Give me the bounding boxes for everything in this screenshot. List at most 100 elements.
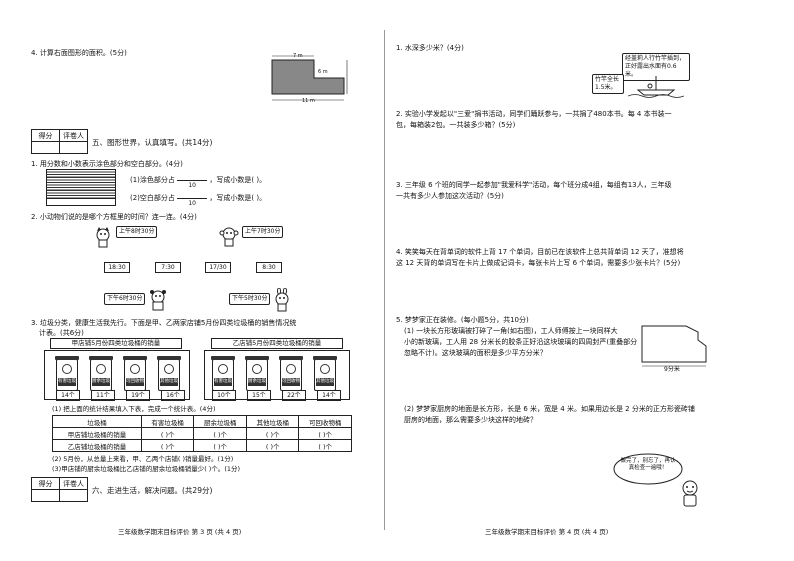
shop-b-title: 乙店铺5月份四类垃圾桶的销量 <box>211 338 343 349</box>
answer-cell[interactable]: ( )个 <box>245 427 300 440</box>
blank-strip <box>46 198 116 206</box>
q6-2-prompt-line1: 2. 实验小学发起以"三爱"捐书活动，同学们踊跃参与，一共捐了480本书。每 4… <box>396 110 672 118</box>
fraction-line-2-post: ，写成小数是( )。 <box>209 194 267 202</box>
time-bubble-bottom-left: 下午6时30分 <box>104 293 146 305</box>
shop-a-count-2: 11个 <box>91 390 115 401</box>
rabbit-icon <box>275 288 289 312</box>
fraction-line-2: (2)空白部分占 10 ，写成小数是( )。 <box>130 193 267 207</box>
answer-cell[interactable]: ( )个 <box>298 439 352 452</box>
table-header: 有害垃圾桶 <box>140 415 195 428</box>
area-shape-figure <box>271 55 348 101</box>
score-box-6: 得分评卷人 <box>31 477 88 502</box>
answer-cell[interactable]: ( )个 <box>245 439 300 452</box>
answer-cell[interactable]: ( )个 <box>298 427 352 440</box>
q5-3-sub2: (2) 5月份，从总量上来看，甲、乙两个店铺( )销量最好。(1分) <box>52 455 234 463</box>
grader-cell[interactable] <box>59 141 88 154</box>
row-label: 甲店铺垃圾桶的销量 <box>52 427 142 440</box>
score-header: 得分 <box>31 129 60 142</box>
time-box-3[interactable]: 17/30 <box>205 262 231 273</box>
fraction-2-den: 10 <box>177 198 208 208</box>
grader-header: 评卷人 <box>59 129 88 142</box>
q6-5-2-line1: (2) 梦梦家厨房的地面是长方形，长是 6 米，宽是 4 米。如果用边长是 2 … <box>404 405 695 413</box>
kitchen-bin-icon: 厨余垃圾 <box>89 356 113 391</box>
table-header: 可回收物桶 <box>298 415 352 428</box>
q6-4-prompt-line1: 4. 笑笑每天在背单词的软件上背 17 个单词，目前已在该软件上总共背单词 12… <box>396 248 684 256</box>
q6-1-prompt: 1. 水深多少米？(4分) <box>396 44 464 52</box>
q6-3-prompt-line2: 一共有多少人参加这次活动？(5分) <box>396 192 504 200</box>
answer-cell[interactable]: ( )个 <box>193 439 247 452</box>
fraction-line-1-post: ，写成小数是( )。 <box>209 176 267 184</box>
sales-table: 垃圾桶 有害垃圾桶 厨余垃圾桶 其他垃圾桶 可回收物桶 甲店铺垃圾桶的销量 ( … <box>52 415 352 452</box>
shop-a-bin-panel <box>44 350 190 400</box>
mascot-icon <box>682 480 698 507</box>
section-6-title: 六、走进生活，解决问题。(共29分) <box>92 486 213 495</box>
shop-b-bins: 有害垃圾 厨余垃圾 可回收物 其他垃圾 <box>211 356 337 391</box>
time-box-4[interactable]: 8:30 <box>256 262 282 273</box>
q6-2-prompt-line2: 包，每箱装2包。一共装多少箱？(5分) <box>396 121 516 129</box>
shop-b-counts: 10个 15个 22个 14个 <box>212 390 341 401</box>
shop-b-count-2: 15个 <box>247 390 271 401</box>
page-divider <box>384 30 385 530</box>
score-cell[interactable] <box>31 141 60 154</box>
glass-width-label: 9分米 <box>664 366 680 373</box>
kitchen-bin-icon: 厨余垃圾 <box>245 356 269 391</box>
table-header: 垃圾桶 <box>52 415 142 428</box>
shop-b-count-1: 10个 <box>212 390 236 401</box>
score-cell[interactable] <box>31 489 60 502</box>
time-box-1[interactable]: 18:30 <box>104 262 130 273</box>
q5-3-prompt-line1: 3. 垃圾分类，健康生活我先行。下面是甲、乙两家店铺5月份四类垃圾桶的销售情况统 <box>31 319 297 327</box>
section-5-title: 五、图形世界，认真填写。(共14分) <box>92 138 213 147</box>
score-box-5: 得分评卷人 <box>31 129 88 154</box>
question-4-area: 4. 计算右面图形的面积。(5分) <box>31 49 127 57</box>
row-label: 乙店铺垃圾桶的销量 <box>52 439 142 452</box>
q6-5-2-line2: 厨房的地面，那么需要多少块这样的地砖？ <box>404 416 537 424</box>
q6-5-1-line1: (1) 一块长方形玻璃被打碎了一角(如右图)，工人师傅按上一块同样大 <box>404 327 618 335</box>
grader-header: 评卷人 <box>59 477 88 490</box>
broken-glass-figure <box>641 325 707 367</box>
fraction-line-1: (1)涂色部分占 10 ，写成小数是( )。 <box>130 175 267 189</box>
other-bin-icon: 其他垃圾 <box>313 356 337 391</box>
answer-cell[interactable]: ( )个 <box>193 427 247 440</box>
q5-2-prompt: 2. 小动物们说的是哪个方框里的时间？连一连。(4分) <box>31 213 197 221</box>
shape-bottom-label: 11 m <box>302 98 315 104</box>
cloud-reminder-text: 做完了，别忘了，再认真检查一遍哦！ <box>620 458 676 471</box>
left-footer: 三年级数学期末目标评价 第 3 页 (共 4 页) <box>118 528 242 536</box>
q6-5-1-line2: 小的新玻璃，工人用 28 分米长的胶条正好沿这块玻璃的四周封严(重叠部分 <box>404 338 638 346</box>
grader-cell[interactable] <box>59 489 88 502</box>
table-header: 其他垃圾桶 <box>245 415 300 428</box>
time-bubble-top-right: 上午7时30分 <box>242 226 284 238</box>
fraction-line-1-pre: (1)涂色部分占 <box>130 176 175 184</box>
shop-a-count-3: 19个 <box>126 390 150 401</box>
shop-a-counts: 14个 11个 19个 16个 <box>56 390 185 401</box>
q5-3-sub1: (1) 把上面的统计结果填入下表，完成一个统计表。(4分) <box>52 405 216 413</box>
time-bubble-top-left: 上午8时30分 <box>116 226 158 238</box>
q6-5-1-line3: 忽略不计)。这块玻璃的面积是多少平方分米？ <box>404 349 547 357</box>
time-bubble-bottom-right: 下午5时30分 <box>229 293 271 305</box>
recyclable-bin-icon: 可回收物 <box>123 356 147 391</box>
q6-4-prompt-line2: 这 12 天背的单词写在卡片上做成记词卡，每张卡片上写 6 个单词，需要多少张卡… <box>396 259 681 267</box>
shop-b-count-4: 14个 <box>317 390 341 401</box>
fraction-line-2-pre: (2)空白部分占 <box>130 194 175 202</box>
shop-b-count-3: 22个 <box>282 390 306 401</box>
cat-icon <box>96 227 110 248</box>
q5-1-prompt: 1. 用分数和小数表示涂色部分和空白部分。(4分) <box>31 160 183 168</box>
q5-3-sub3: (3)甲店铺的厨余垃圾桶比乙店铺的厨余垃圾桶销量少( )个。(1分) <box>52 465 241 473</box>
q6-3-prompt-line1: 3. 三年级 6 个班的同学一起参加"我爱科学"活动，每个班分成4组，每组有13… <box>396 181 672 189</box>
shop-b-bin-panel <box>204 350 350 400</box>
shop-a-count-1: 14个 <box>56 390 80 401</box>
q5-3-prompt-line2: 计表。(共6分) <box>39 329 84 337</box>
right-footer: 三年级数学期末目标评价 第 4 页 (共 4 页) <box>485 528 609 536</box>
q6-5-prompt: 5. 梦梦家正在装修。(每小题5分，共10分) <box>396 316 529 324</box>
hazardous-bin-icon: 有害垃圾 <box>55 356 79 391</box>
monkey-icon <box>219 227 239 247</box>
other-bin-icon: 其他垃圾 <box>157 356 181 391</box>
answer-cell[interactable]: ( )个 <box>140 439 195 452</box>
speech-bubble-length: 竹竿全长1.5米。 <box>592 74 624 94</box>
time-box-2[interactable]: 7:30 <box>155 262 181 273</box>
fraction-1-den: 10 <box>177 180 208 190</box>
hazardous-bin-icon: 有害垃圾 <box>211 356 235 391</box>
shape-top-label: 7 m <box>293 53 303 59</box>
recyclable-bin-icon: 可回收物 <box>279 356 303 391</box>
answer-cell[interactable]: ( )个 <box>140 427 195 440</box>
bear-icon <box>150 290 166 311</box>
